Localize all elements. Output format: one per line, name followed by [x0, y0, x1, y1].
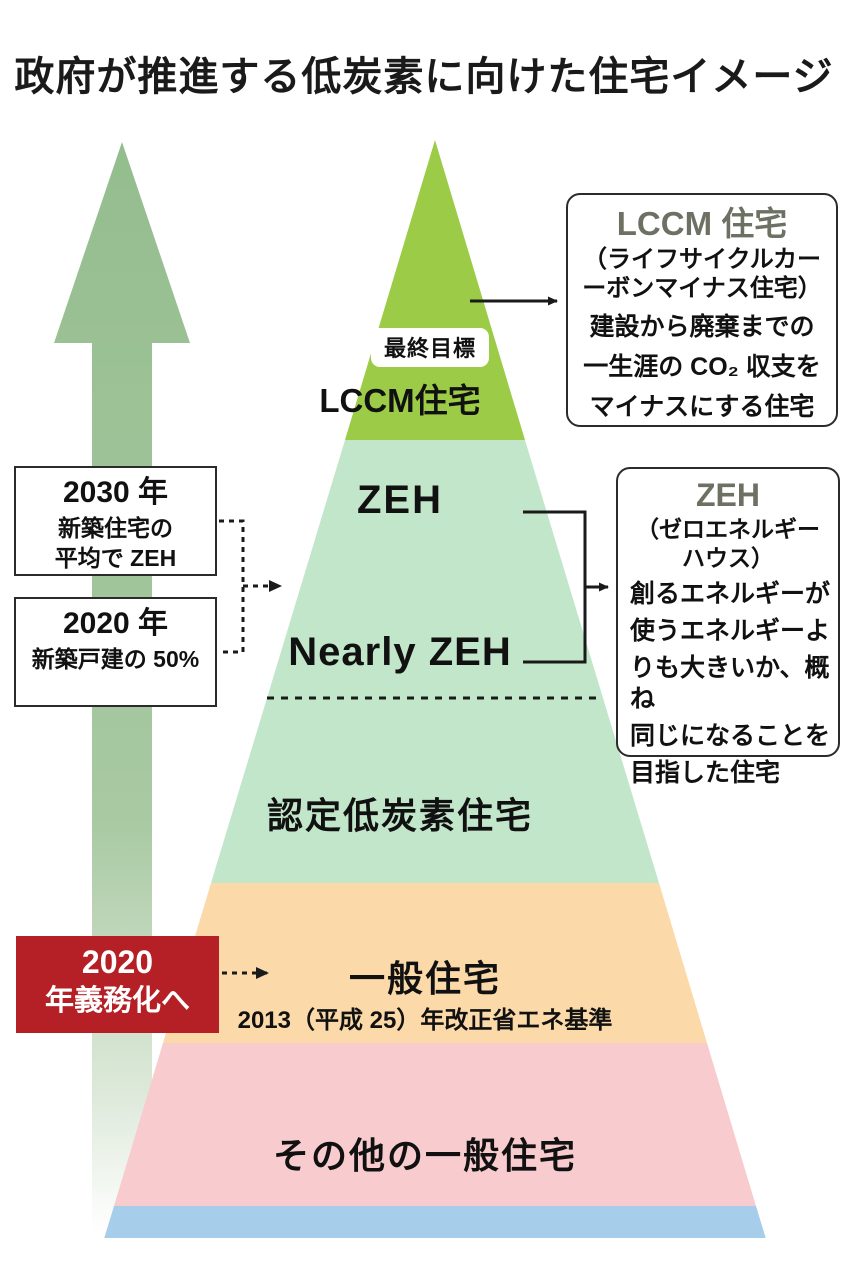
callout-zeh-body-line2: 使うエネルギーよ — [630, 617, 831, 645]
callout-zeh: ZEH （ゼロエネルギー ハウス） 創るエネルギーが 使うエネルギーよ りも大き… — [616, 467, 840, 787]
pyramid-label-zeh: ZEH — [357, 478, 443, 522]
pyramid-layer-nintei — [163, 883, 707, 1043]
callout-zeh-body-line5: 目指した住宅 — [630, 759, 781, 787]
milestone-2020-year: 2020 年 — [62, 607, 169, 640]
pyramid-sublabel-ippan: 2013（平成 25）年改正省エネ基準 — [237, 1007, 613, 1034]
pyramid-label-lccm: LCCM住宅 — [319, 382, 481, 419]
mandate-box-line1: 2020 — [81, 944, 154, 980]
pyramid-label-sonota: その他の一般住宅 — [272, 1135, 577, 1176]
milestone-2030-line2: 平均で ZEH — [54, 545, 177, 571]
page-title: 政府が推進する低炭素に向けた住宅イメージ — [14, 55, 834, 99]
callout-zeh-body-line4: 同じになることを — [630, 722, 831, 750]
callout-lccm-body-line2: 一生涯の CO₂ 収支を — [583, 353, 821, 381]
mandate-box-line2: 年義務化へ — [44, 985, 190, 1017]
pyramid-layer-ippan — [114, 1043, 756, 1206]
goal-badge: 最終目標 — [371, 328, 490, 367]
callout-zeh-body-line1: 創るエネルギーが — [630, 580, 831, 608]
pyramid-layer-nearly-zeh — [211, 698, 659, 883]
pyramid-layer-zeh — [267, 440, 603, 698]
mandate-box-2020: 2020 年義務化へ — [16, 936, 219, 1033]
callout-lccm: LCCM 住宅 （ライフサイクルカー ーボンマイナス住宅） 建設から廃棄までの … — [566, 193, 838, 427]
pyramid-label-ippan: 一般住宅 — [348, 958, 501, 999]
milestone-2020-line1: 新築戸建の 50% — [31, 646, 200, 672]
callout-zeh-body-line3: りも大きいか、概ね — [630, 654, 830, 713]
callout-lccm-head: LCCM 住宅 — [616, 205, 788, 242]
callout-zeh-sub-line1: （ゼロエネルギー — [636, 516, 820, 542]
callout-lccm-sub-line2: ーボンマイナス住宅） — [582, 275, 822, 302]
callout-zeh-sub-line2: ハウス） — [682, 545, 774, 571]
milestone-box-2030: 2030 年 新築住宅の 平均で ZEH — [14, 466, 217, 576]
callout-lccm-sub-line1: （ライフサイクルカー — [582, 246, 822, 273]
callout-lccm-body-line3: マイナスにする住宅 — [589, 393, 815, 421]
pyramid-label-nintei: 認定低炭素住宅 — [266, 795, 533, 836]
callout-zeh-head: ZEH — [696, 477, 760, 513]
milestone-2030-year: 2030 年 — [62, 476, 169, 509]
pyramid-layer-sonota — [104, 1206, 766, 1238]
pyramid-label-nearly-zeh: Nearly ZEH — [288, 630, 512, 674]
callout-lccm-body-line1: 建設から廃棄までの — [589, 313, 815, 341]
milestone-box-2020: 2020 年 新築戸建の 50% — [14, 597, 217, 707]
milestone-2030-line1: 新築住宅の — [58, 515, 173, 541]
